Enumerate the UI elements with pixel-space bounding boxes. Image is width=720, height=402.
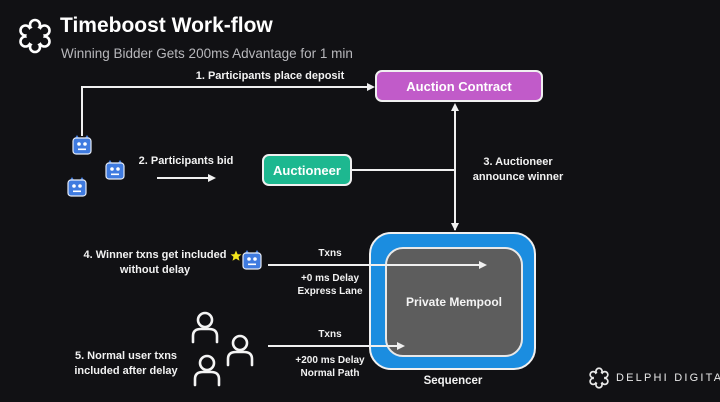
normal-delay-label: +200 ms Delay Normal Path bbox=[280, 354, 380, 380]
page-subtitle: Winning Bidder Gets 200ms Advantage for … bbox=[61, 46, 353, 61]
user-icon bbox=[191, 311, 219, 344]
delphi-knot-icon bbox=[19, 18, 51, 54]
bot-icon bbox=[67, 177, 87, 197]
step-1-label: 1. Participants place deposit bbox=[195, 70, 345, 82]
normal-txns-label: Txns bbox=[318, 329, 342, 340]
step-4-line-1: 4. Winner txns get included bbox=[83, 249, 227, 261]
bot-icon bbox=[72, 135, 92, 155]
step-3-line-1: 3. Auctioneer bbox=[483, 156, 553, 168]
express-delay-label: +0 ms Delay Express Lane bbox=[285, 272, 375, 298]
bot-icon bbox=[105, 160, 125, 180]
step-5-line-2: included after delay bbox=[74, 365, 178, 377]
auctioneer-node: Auctioneer bbox=[262, 154, 352, 186]
header-logo bbox=[17, 18, 53, 54]
step-4-line-2: without delay bbox=[119, 264, 191, 276]
deposit-arrow bbox=[81, 83, 375, 136]
step-5-line-1: 5. Normal user txns bbox=[74, 350, 178, 362]
normal-path-text: Normal Path bbox=[300, 368, 360, 379]
normal-delay-text: +200 ms Delay bbox=[295, 355, 365, 366]
footer-brand: DELPHI DIGITAL bbox=[616, 372, 720, 384]
auction-contract-node: Auction Contract bbox=[375, 70, 543, 102]
step-2-label: 2. Participants bid bbox=[138, 155, 234, 167]
express-txns-label: Txns bbox=[318, 248, 342, 259]
delphi-knot-icon bbox=[589, 367, 609, 389]
express-delay-text: +0 ms Delay bbox=[300, 273, 360, 284]
star-icon bbox=[230, 250, 242, 261]
step-3-label: 3. Auctioneer announce winner bbox=[466, 155, 570, 185]
sequencer-label: Sequencer bbox=[423, 375, 483, 387]
step-5-label: 5. Normal user txns included after delay bbox=[70, 349, 182, 379]
step-3-line-2: announce winner bbox=[472, 171, 564, 183]
user-icon bbox=[193, 354, 221, 387]
footer-logo bbox=[588, 367, 610, 389]
express-lane-text: Express Lane bbox=[297, 286, 363, 297]
page-title: Timeboost Work-flow bbox=[60, 14, 273, 37]
step-4-label: 4. Winner txns get included without dela… bbox=[80, 248, 230, 278]
user-icon bbox=[226, 334, 254, 367]
bot-icon bbox=[242, 250, 262, 270]
